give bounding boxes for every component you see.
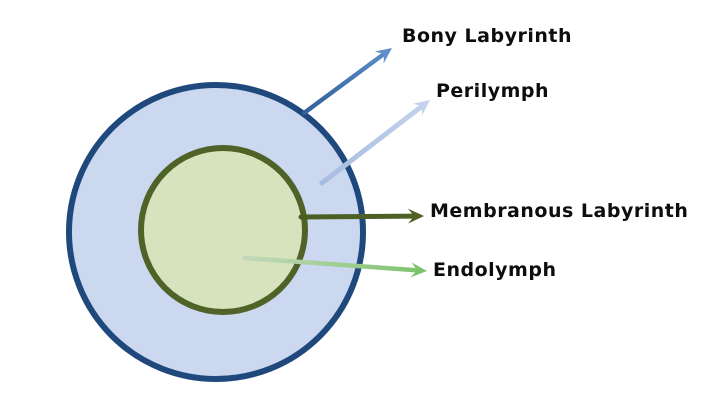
bony-labyrinth-arrow-shaft [301, 50, 388, 116]
bony-labyrinth-label: Bony Labyrinth [402, 25, 572, 47]
membranous-labyrinth-label: Membranous Labyrinth [430, 200, 689, 222]
endolymph-arrow-head [410, 262, 427, 278]
perilymph-arrow-head [412, 100, 430, 116]
endolymph-label: Endolymph [433, 259, 557, 281]
membranous-labyrinth-arrow-shaft [298, 213, 418, 220]
bony-labyrinth-arrow-head [374, 48, 392, 64]
membranous-labyrinth-circle [138, 145, 308, 315]
membranous-labyrinth-arrow-head [407, 208, 424, 224]
perilymph-label: Perilymph [436, 80, 550, 102]
perilymph-arrow-shaft [319, 102, 426, 186]
shapes-layer [66, 48, 430, 382]
endolymph-arrow-shaft [242, 255, 421, 273]
